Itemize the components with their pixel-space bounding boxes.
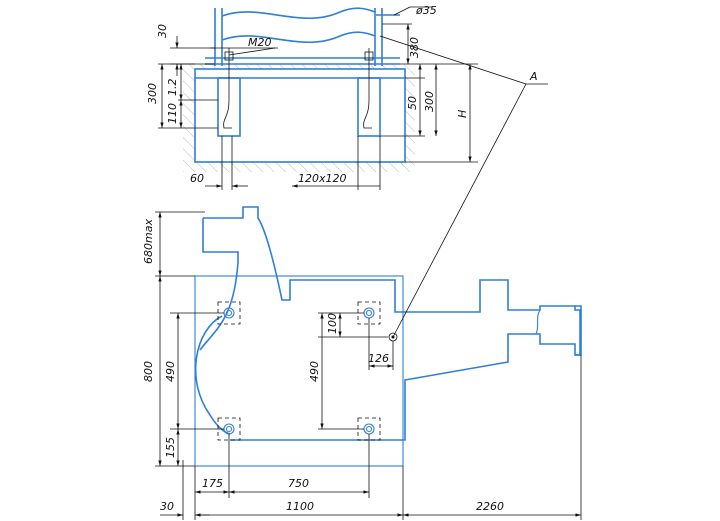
leader-a-plan [392, 83, 527, 338]
section-dimension-labels: ø35 30 M20 380 300 1.2 110 50 300 H A 60… [146, 4, 538, 185]
dim-380: 380 [408, 37, 421, 58]
plan-dimension-labels: 680max 800 490 155 100 490 126 175 750 3… [142, 219, 504, 513]
dim-60: 60 [190, 172, 204, 185]
dim-50: 50 [406, 96, 419, 110]
dim-175: 175 [202, 477, 223, 490]
section-view: ø35 30 M20 380 300 1.2 110 50 300 H A 60… [146, 4, 548, 190]
dim-680max: 680max [142, 219, 155, 264]
dim-1-2: 1.2 [166, 79, 179, 97]
machine-frame-section [205, 7, 400, 66]
machine-base-curve [194, 315, 231, 435]
section-dimension-lines [158, 6, 548, 190]
plan-dimension-lines [155, 211, 582, 520]
dim-490-mid: 490 [308, 361, 321, 382]
dim-2260: 2260 [476, 500, 504, 513]
dim-30-top: 30 [156, 24, 169, 38]
dim-110: 110 [166, 103, 179, 124]
foundation-block [194, 68, 406, 163]
dim-1100: 1100 [286, 500, 314, 513]
dim-126: 126 [368, 352, 389, 365]
dim-120x120: 120x120 [298, 172, 347, 185]
dim-300-right: 300 [423, 91, 436, 112]
anchor-bolt-right [363, 48, 374, 129]
foundation-outline [194, 275, 404, 467]
dim-490-left: 490 [164, 361, 177, 382]
dim-30-bottom: 30 [160, 500, 174, 513]
machine-body-outline [203, 206, 581, 441]
plan-view: 680max 800 490 155 100 490 126 175 750 3… [142, 83, 582, 520]
dim-300-left: 300 [146, 83, 159, 104]
label-a: A [529, 70, 538, 83]
machine-arm-outline [199, 218, 239, 351]
anchor-bolt-left [223, 48, 234, 129]
dim-155: 155 [164, 437, 177, 458]
dim-750: 750 [288, 477, 309, 490]
dim-800: 800 [142, 361, 155, 382]
dim-h: H [456, 110, 469, 118]
dim-diameter-35: ø35 [415, 4, 437, 17]
dim-100: 100 [326, 313, 339, 334]
dim-m20: M20 [248, 36, 272, 49]
